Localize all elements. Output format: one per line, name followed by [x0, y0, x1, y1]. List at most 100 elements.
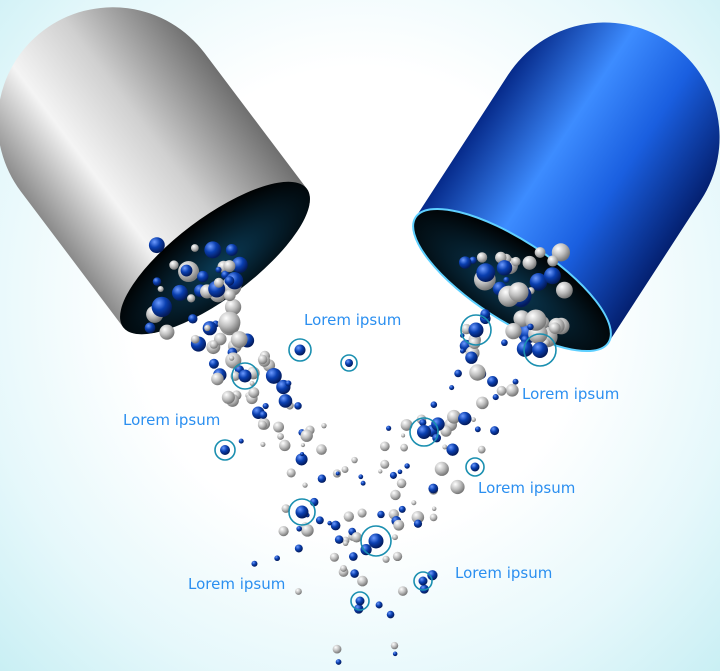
- ball: [144, 322, 156, 334]
- ball: [151, 296, 172, 318]
- ball: [335, 659, 342, 665]
- ball: [460, 348, 466, 354]
- ball: [527, 323, 534, 331]
- ball: [294, 544, 303, 553]
- ball: [476, 396, 489, 410]
- ball: [397, 586, 408, 596]
- ball: [358, 474, 364, 480]
- ball: [468, 337, 481, 350]
- ball: [419, 419, 427, 427]
- ball: [431, 417, 445, 431]
- ball: [285, 380, 292, 387]
- ball: [476, 263, 496, 283]
- highlight-ring: [523, 333, 557, 367]
- label-4: Lorem ipsum: [478, 479, 576, 497]
- ball: [294, 344, 306, 356]
- ball: [187, 294, 196, 303]
- ball: [321, 423, 327, 429]
- ball: [490, 426, 500, 436]
- ball: [273, 421, 285, 433]
- ball: [411, 500, 417, 506]
- ball: [390, 489, 401, 501]
- ball: [295, 453, 308, 466]
- ball: [360, 544, 372, 556]
- ball: [348, 552, 358, 561]
- ball: [391, 534, 398, 541]
- highlight-ring: [288, 338, 312, 362]
- ball: [396, 478, 407, 489]
- ball: [225, 244, 238, 256]
- ball: [516, 340, 533, 357]
- label-1: Lorem ipsum: [304, 311, 402, 329]
- ball: [440, 425, 452, 437]
- ball: [332, 644, 342, 654]
- ball: [427, 570, 438, 581]
- ball: [238, 438, 244, 444]
- ball: [329, 552, 339, 562]
- ball: [400, 443, 408, 452]
- ball: [511, 256, 521, 267]
- ball: [148, 237, 165, 254]
- ball: [208, 358, 219, 369]
- ball: [343, 511, 354, 522]
- highlight-ring: [231, 362, 259, 390]
- highlight-ring: [340, 354, 358, 372]
- ball: [556, 281, 573, 299]
- ball: [392, 551, 403, 562]
- ball: [431, 506, 437, 511]
- highlight-ring: [409, 417, 439, 447]
- ball: [549, 322, 561, 334]
- ball: [197, 270, 209, 283]
- ball: [389, 471, 397, 479]
- ball: [224, 289, 236, 302]
- ball: [469, 364, 486, 381]
- ball: [330, 520, 341, 531]
- ball: [215, 266, 222, 273]
- highlight-ring: [214, 439, 236, 461]
- ball: [300, 452, 305, 457]
- ball: [529, 273, 548, 291]
- ball: [398, 505, 406, 513]
- highlight-ring: [288, 498, 316, 526]
- ball: [496, 385, 507, 396]
- ball: [496, 260, 513, 276]
- ball: [257, 354, 268, 365]
- ball: [503, 276, 510, 283]
- ball: [350, 569, 359, 578]
- ball: [446, 443, 459, 456]
- ball: [190, 334, 200, 344]
- ball: [392, 651, 398, 657]
- ball: [397, 469, 403, 475]
- ball: [487, 375, 498, 387]
- ball: [251, 560, 258, 567]
- ball: [465, 351, 478, 364]
- ball: [295, 505, 309, 519]
- ball: [505, 323, 522, 340]
- ball: [351, 456, 358, 464]
- ball: [413, 519, 423, 528]
- ball: [180, 264, 193, 277]
- ball: [377, 510, 385, 519]
- ball: [265, 367, 282, 384]
- ball: [375, 601, 383, 609]
- ball: [418, 576, 428, 586]
- ball: [355, 596, 365, 606]
- ball: [360, 480, 366, 486]
- ball: [221, 390, 235, 404]
- ball: [301, 524, 314, 537]
- ball: [532, 342, 548, 358]
- ball: [471, 417, 476, 422]
- ball: [294, 402, 302, 410]
- ball: [512, 378, 519, 385]
- ball: [279, 439, 291, 452]
- ball: [238, 369, 252, 383]
- ball: [429, 513, 438, 522]
- highlight-rings: [214, 314, 557, 611]
- ball: [379, 441, 390, 452]
- ball: [225, 352, 242, 369]
- ball: [281, 504, 291, 513]
- ball: [449, 385, 455, 391]
- ball: [340, 565, 347, 572]
- ball: [508, 282, 529, 303]
